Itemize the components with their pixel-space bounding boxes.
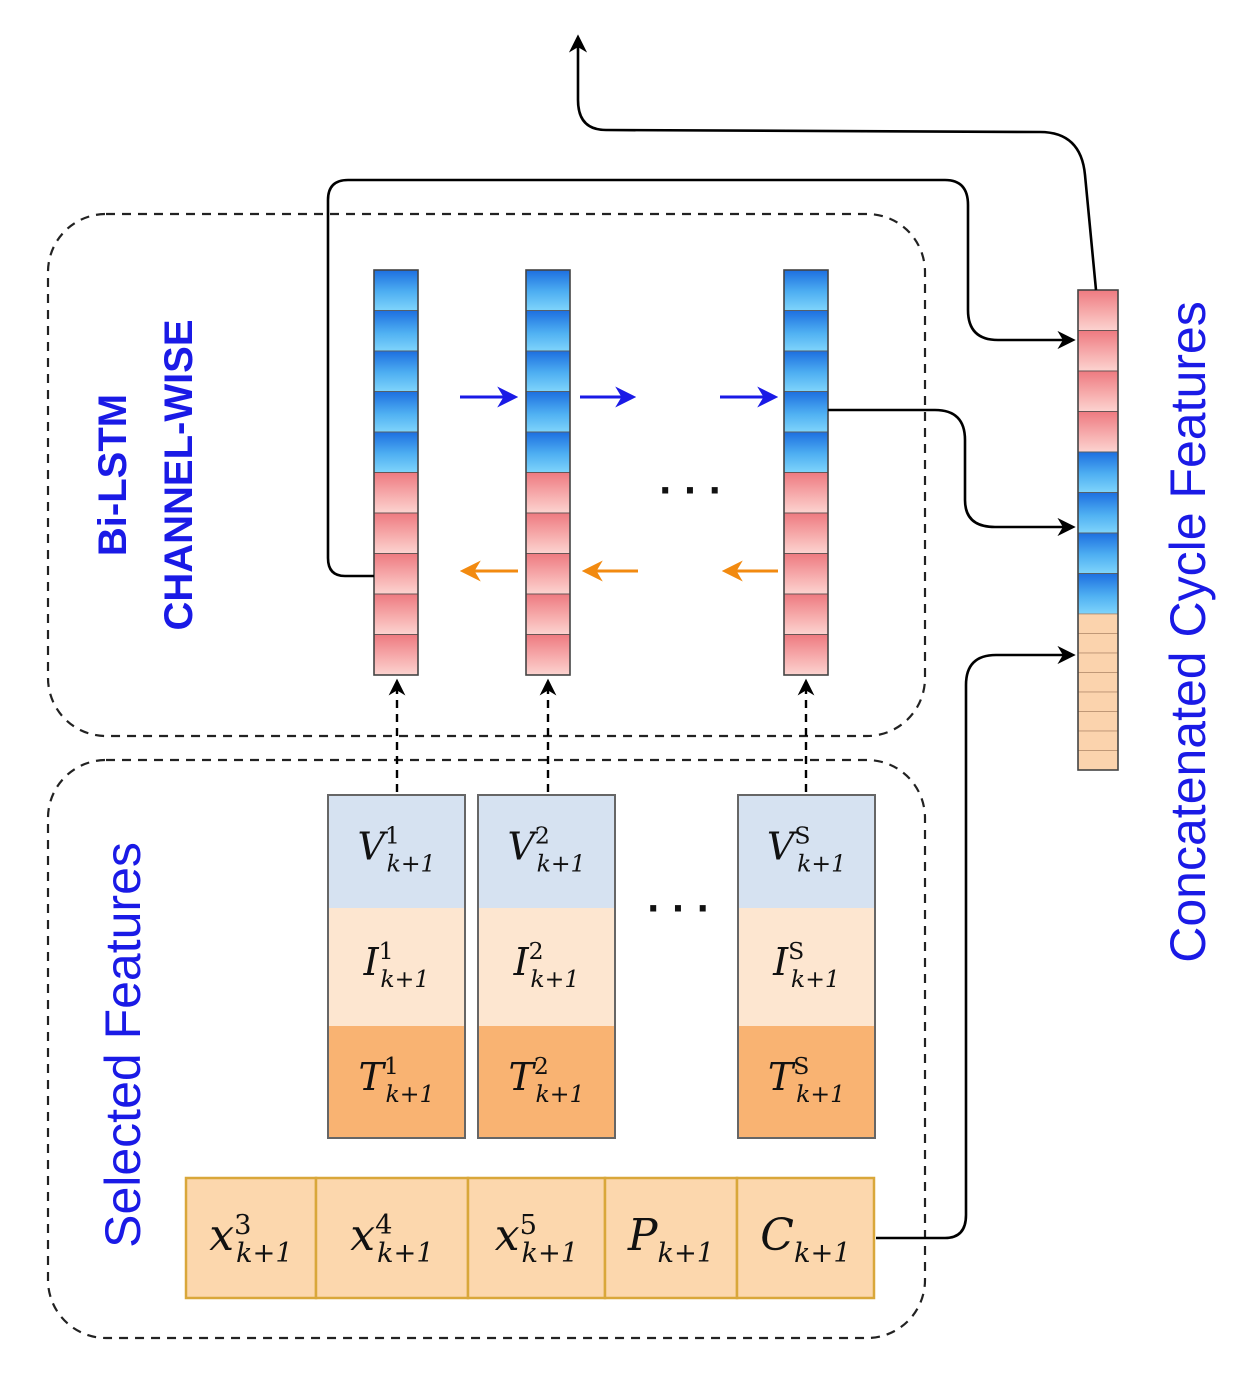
bottom-feature-cell [735,1176,876,1300]
lstm-backward-cell [783,553,829,595]
concat-extra-cell [1077,711,1119,732]
lstm-forward-cell [373,431,419,473]
lstm-backward-cell [373,593,419,635]
feature-cell-I [738,908,875,1026]
concat-forward-cell [1077,573,1119,615]
lstm-backward-cell [373,512,419,554]
lstm-backward-cell [783,593,829,635]
lstm-forward-cell [525,391,571,433]
concat-extra-cell [1077,691,1119,712]
lstm-forward-cell [373,269,419,311]
feature-cell-T [328,1026,465,1138]
lstm-backward-cell [525,512,571,554]
concat-backward-cell [1077,411,1119,453]
backward-output-connector [326,178,1076,578]
feature-cell-I [328,908,465,1026]
feature-cell-V [738,795,875,908]
feature-column-2 [477,794,616,1139]
forward-output-connector [828,408,1076,537]
feature-cell-I [478,908,615,1026]
selected-features-title: Selected Features [95,842,151,1248]
selected-features-group-box [46,758,927,1340]
lstm-backward-cell [373,553,419,595]
feature-cell-V [478,795,615,908]
lstm-backward-cell [783,472,829,514]
lstm-stack-2 [525,269,571,676]
concat-vector-border [1077,289,1119,771]
concat-backward-cell [1077,289,1119,331]
final-output-arrow [568,34,1098,291]
lstm-stacks [373,269,829,676]
lstm-forward-cell [783,431,829,473]
concat-extra-cell [1077,652,1119,673]
feature-cell-T [478,1026,615,1138]
concat-forward-cell [1077,451,1119,493]
lstm-backward-cell [525,553,571,595]
lstm-backward-cell [783,634,829,676]
concatenated-feature-vector [1077,289,1119,771]
lstm-stack-1 [373,269,419,676]
concat-forward-cell [1077,532,1119,574]
bottom-feature-label: Pk+1 [627,1210,714,1269]
lstm-forward-cell [373,310,419,352]
lstm-backward-cell [525,472,571,514]
concat-backward-cell [1077,330,1119,372]
lstm-forward-cell [525,269,571,311]
concatenated-features-title: Concatenated Cycle Features [1160,301,1216,962]
bilstm-group-box [46,212,927,738]
bottom-feature-cell [184,1176,318,1300]
lstm-forward-cell [525,431,571,473]
capacity-connector [876,645,1076,1240]
concat-extra-cell [1077,750,1119,771]
lstm-forward-cell [783,391,829,433]
lstm-ellipsis: · · · [659,471,721,511]
lstm-backward-cell [525,593,571,635]
lstm-forward-cell [783,350,829,392]
concat-extra-cell [1077,672,1119,693]
lstm-forward-cell [373,391,419,433]
bilstm-title-line1: Bi-LSTM [91,394,135,556]
lstm-forward-cell [373,350,419,392]
bilstm-title-line2: CHANNEL-WISE [157,319,201,630]
lstm-forward-cell [525,350,571,392]
bottom-feature-cell [314,1176,470,1300]
features-ellipsis: · · · [647,889,709,929]
lstm-forward-cell [783,269,829,311]
concat-extra-cell [1077,613,1119,634]
feature-column-1 [327,794,466,1139]
lstm-backward-cell [373,634,419,676]
lstm-backward-cell [783,512,829,554]
lstm-forward-cell [783,310,829,352]
lstm-backward-cell [525,634,571,676]
bottom-feature-label: Ck+1 [760,1210,850,1269]
lstm-stack-3 [783,269,829,676]
feature-column-3 [737,794,876,1139]
bottom-feature-cell [603,1176,739,1300]
feature-cell-V [328,795,465,908]
concat-extra-cell [1077,730,1119,751]
concat-extra-cell [1077,633,1119,654]
lstm-backward-cell [373,472,419,514]
lstm-forward-cell [525,310,571,352]
feature-cell-T [738,1026,875,1138]
concat-backward-cell [1077,370,1119,412]
concat-forward-cell [1077,492,1119,534]
